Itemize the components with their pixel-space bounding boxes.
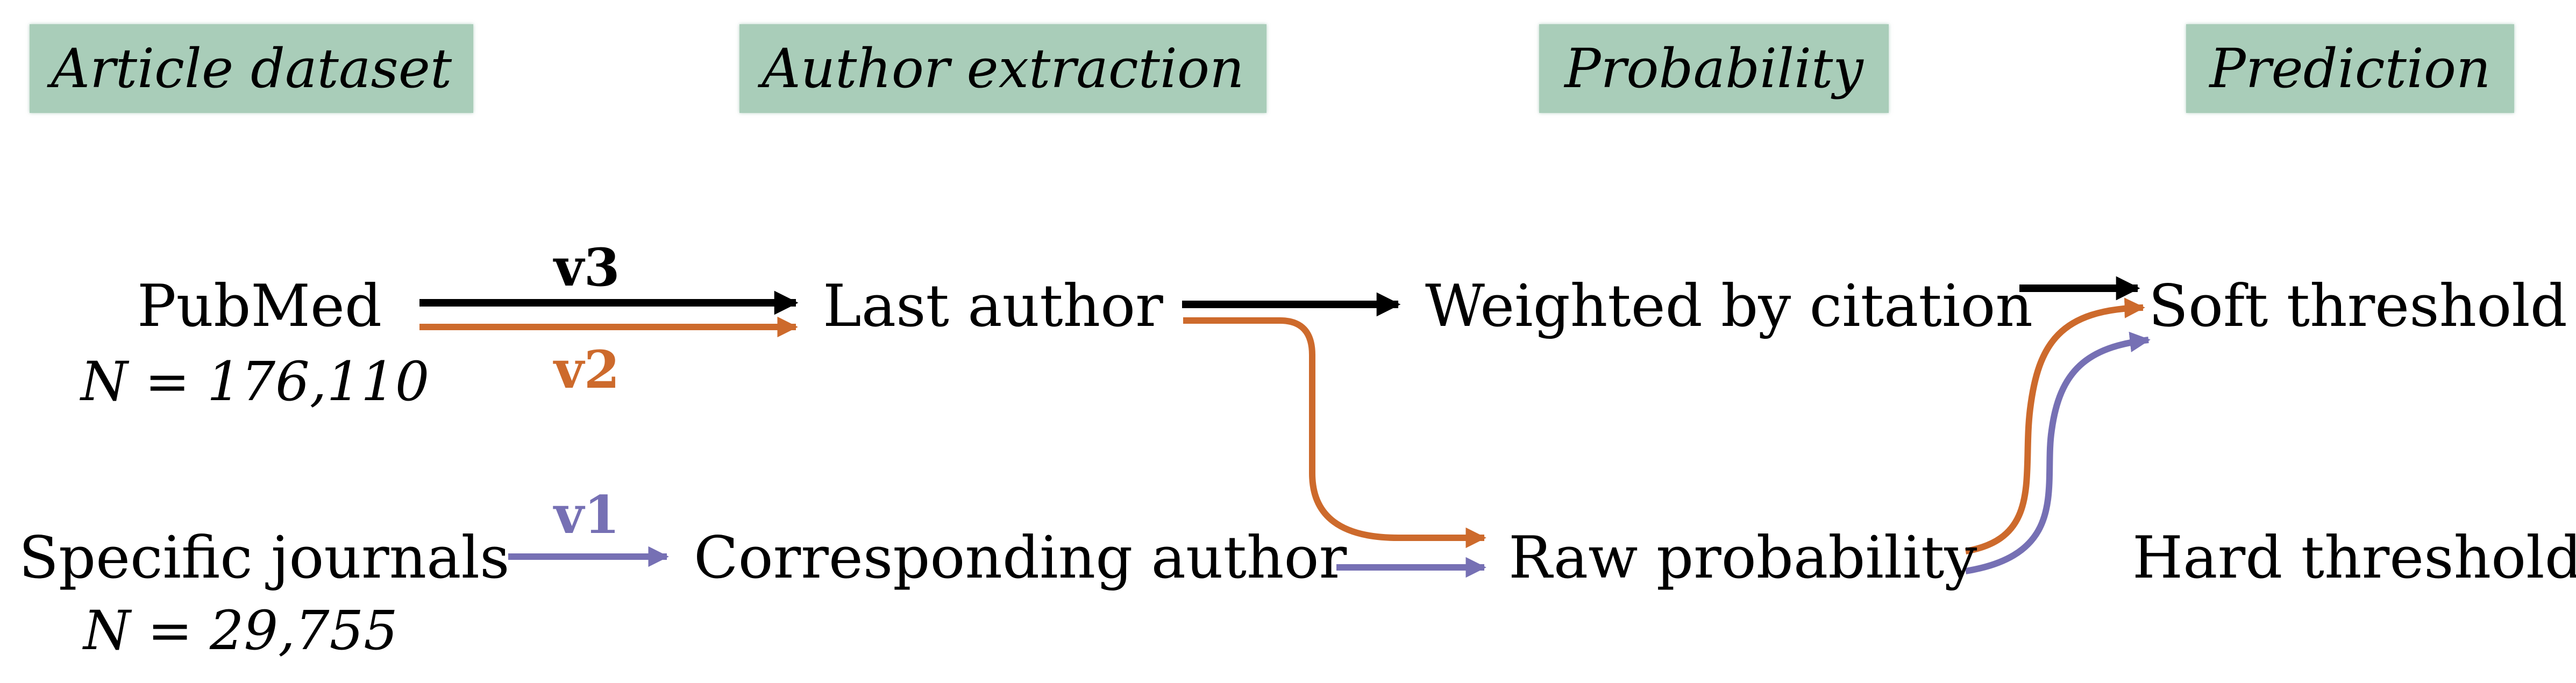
arrow-raw-probability-to-soft-threshold-v1 [1965,331,2151,574]
header-probability: Probability [1539,24,1889,113]
node-pubmed-count: N = 176,110 [81,350,430,413]
header-prediction: Prediction [2186,24,2514,113]
node-specific-journals: Specific journals [19,524,510,592]
header-author-extraction-label: Author extraction [762,37,1244,100]
version-label-v2: v2 [554,339,620,400]
node-pubmed: PubMed [137,273,382,340]
node-specific-journals-count: N = 29,755 [83,599,398,662]
node-hard-threshold: Hard threshold [2132,524,2576,592]
node-corresponding-author: Corresponding author [694,524,1347,592]
node-raw-probability: Raw probability [1508,524,1977,592]
arrow-last-author-to-raw-probability-v2 [1183,317,1486,549]
node-last-author: Last author [823,273,1163,340]
header-probability-label: Probability [1564,37,1863,100]
version-label-v3: v3 [554,237,620,298]
node-soft-threshold: Soft threshold [2148,273,2567,340]
header-prediction-label: Prediction [2209,37,2491,100]
node-weighted-by-citation: Weighted by citation [1425,273,2033,340]
version-label-v1: v1 [554,485,620,545]
header-author-extraction: Author extraction [739,24,1266,113]
header-article-dataset-label: Article dataset [51,37,452,100]
arrow-raw-probability-to-soft-threshold-v2 [1965,297,2145,554]
header-article-dataset: Article dataset [30,24,473,113]
